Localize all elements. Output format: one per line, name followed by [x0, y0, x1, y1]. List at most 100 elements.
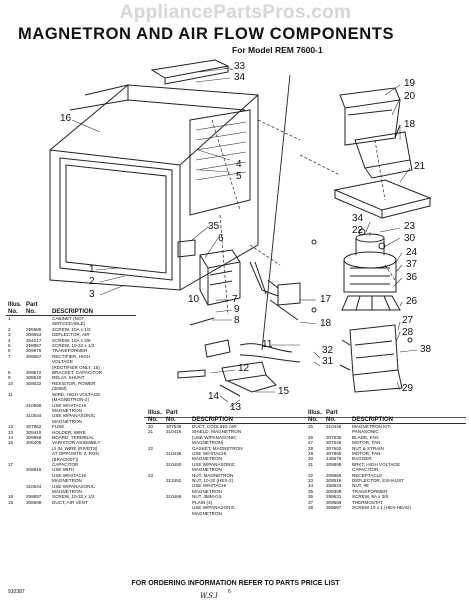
cell-description: TRANSFORMER: [52, 348, 88, 354]
cell-part-no: 309653: [26, 332, 42, 338]
callout-34b: 34: [352, 213, 364, 224]
cell-description: PANASONIC: [352, 429, 379, 435]
cell-description: BLADE, FAN: [352, 434, 379, 440]
callout-32: 32: [322, 345, 334, 356]
cell-part-no: 307535: [326, 434, 342, 440]
table-row: MAGNETRON): [146, 440, 306, 445]
callout-1: 1: [89, 264, 95, 275]
cell-illus-no: 30: [308, 456, 314, 462]
cell-part-no: 310544: [26, 413, 42, 419]
cell-part-no: 307962: [26, 424, 42, 430]
cell-description: RELAY, SHUNT: [52, 375, 85, 381]
table-row: (BRACKET)): [6, 457, 136, 462]
cell-description: CAPACITOR: [352, 467, 379, 473]
cell-illus-no: 25: [308, 424, 314, 429]
cell-description: VARISTOR ASSEMBLY: [52, 440, 101, 446]
cell-part-no: 308405: [26, 440, 42, 446]
callout-19: 19: [404, 78, 416, 89]
cell-description: CAPACITOR: [52, 461, 79, 467]
cell-part-no: 307539: [166, 424, 182, 429]
cell-illus-no: 12: [8, 424, 14, 430]
cell-part-no: 308540: [26, 375, 42, 381]
table-row: USE W/HITACHI: [146, 483, 306, 488]
cell-part-no: 135679: [326, 456, 342, 462]
callout-15: 15: [278, 386, 290, 397]
callout-38: 38: [420, 344, 432, 355]
callout-10: 10: [188, 294, 200, 305]
header-part-no: Part No.: [324, 410, 350, 424]
cell-illus-no: 23: [148, 472, 154, 478]
table-row: (300M): [6, 386, 136, 391]
cell-part-no: 310568: [26, 402, 42, 408]
cell-illus-no: 38: [308, 505, 314, 511]
cell-description: USE W/PANASONIC: [192, 505, 236, 511]
cell-part-no: 259631: [326, 494, 342, 500]
cell-illus-no: 3: [8, 332, 11, 338]
callout-21: 21: [414, 161, 426, 172]
cell-description: SHIELD, MAGNETRON: [192, 429, 242, 435]
cell-illus-no: 32: [308, 472, 314, 478]
cabinet-outline: [49, 84, 259, 291]
cell-description: GASKET, MAGNETRON: [192, 445, 243, 451]
cell-description: SCREW, 10-32 x 1/2: [52, 343, 95, 349]
cell-description: MOTOR, FAN: [352, 440, 381, 446]
cell-description: USE W/HITACHI: [52, 402, 87, 408]
cell-part-no: 310449: [166, 451, 182, 457]
cell-illus-no: 33: [308, 478, 314, 484]
cell-part-no: 312452: [166, 478, 182, 484]
callout-5: 5: [236, 171, 242, 182]
cell-part-no: 308519: [326, 478, 342, 484]
callout-14: 14: [208, 391, 220, 402]
cell-description: USE W/PANASONIC: [52, 483, 96, 489]
cell-description: (RECTIFIER ONLY, 15): [52, 364, 100, 370]
table-row: (MAGNETRON-2): [6, 397, 136, 402]
callout-27: 27: [402, 315, 414, 326]
watermark: AppliancePartsPros.com: [119, 2, 352, 23]
cell-description: NUT, 10-32 (HEX-2): [192, 478, 234, 484]
cell-part-no: 308895: [326, 461, 342, 467]
cell-part-no: 310450: [166, 461, 182, 467]
cell-illus-no: 35: [308, 488, 314, 494]
table-row: SERVICEABLE): [6, 321, 136, 326]
page-number: 6: [228, 589, 231, 595]
cell-description: NUT, #8: [352, 483, 369, 489]
cell-description: USE W/HITACHI: [52, 472, 87, 478]
cell-description: DUCT, AIR VENT: [52, 499, 88, 505]
cell-description: USE W/PANASONIC: [192, 461, 236, 467]
cell-description: MAGNETRON KIT,: [352, 424, 392, 429]
cell-description: BRKT, HIGH VOLTAGE: [352, 461, 401, 467]
table-header-row: Illus. No. Part No. DESCRIPTION: [306, 410, 466, 424]
callout-12: 12: [238, 363, 250, 374]
cell-part-no: 308960: [326, 472, 342, 478]
callout-6: 6: [218, 233, 224, 244]
cell-description: USE W/PANASONIC: [52, 413, 96, 419]
cell-description: MAGNETRON: [52, 489, 82, 494]
cell-description: DEFLECTOR, AIR: [52, 332, 90, 338]
cell-description: RESISTOR, POWER: [52, 380, 96, 386]
table-row: VOLTAGE: [6, 359, 136, 364]
cell-part-no: 258857: [26, 494, 42, 500]
table-row: AT OPPOSITE 2, RON: [6, 451, 136, 456]
cell-description: AT OPPOSITE 2, RON: [52, 451, 99, 457]
document-code: 910387: [8, 589, 25, 595]
table-row: (4 IN. WIRE (RIVETS): [6, 446, 136, 451]
